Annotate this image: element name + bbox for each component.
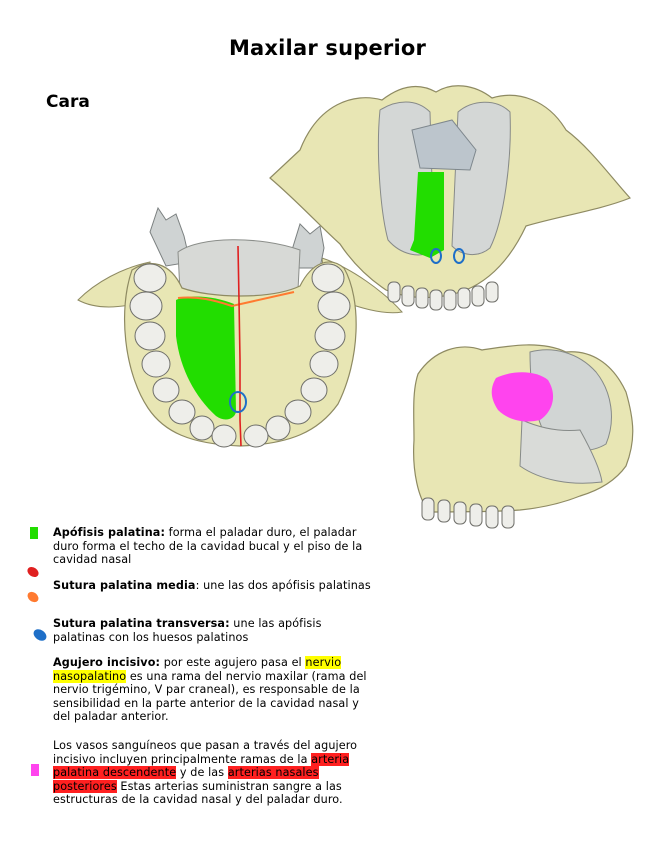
section-heading: Cara [46,92,90,112]
page-title: Maxilar superior [228,36,427,60]
maxilla-anterior-view [269,85,632,311]
palate-inferior-view [77,206,403,448]
maxilla-lateral-view [413,344,634,529]
